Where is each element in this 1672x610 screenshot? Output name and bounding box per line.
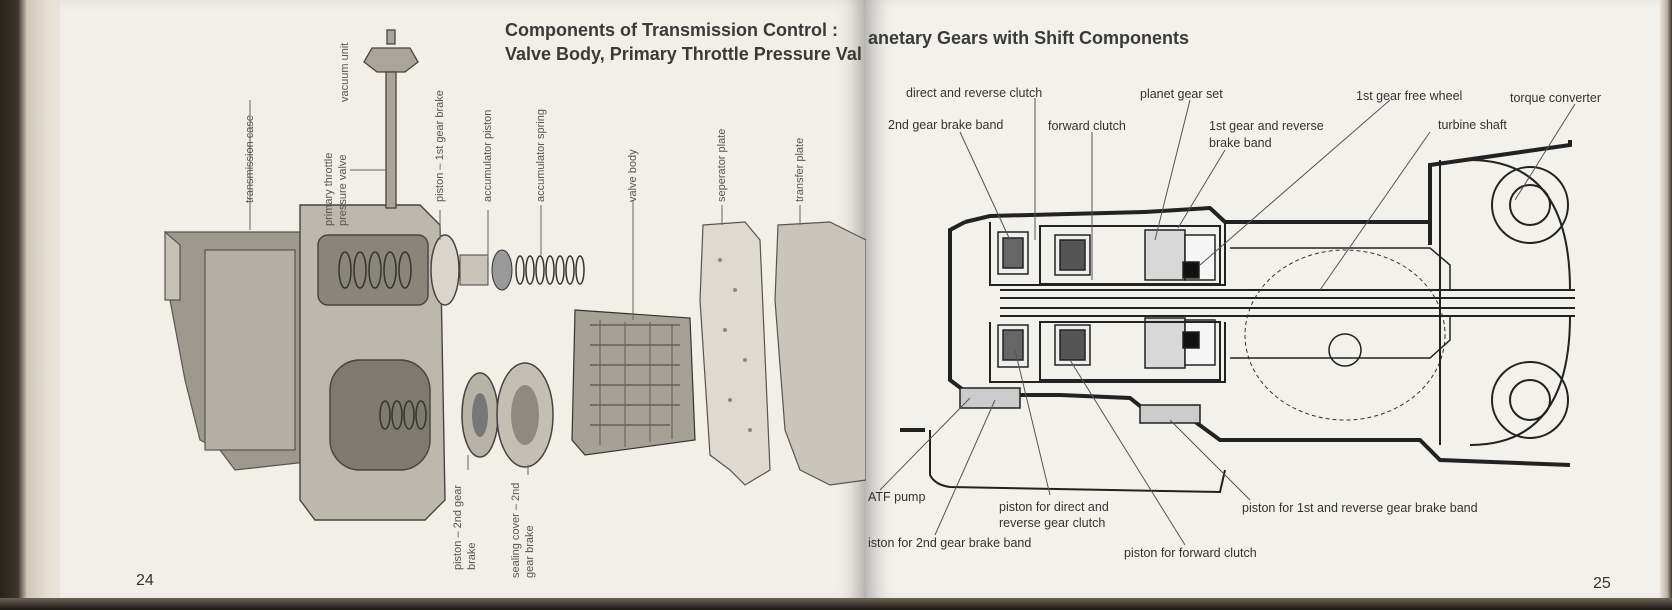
label-piston-1st-reverse: piston for 1st and reverse gear brake ba… xyxy=(1242,501,1478,515)
left-page-number: 24 xyxy=(136,572,154,589)
label-1st-reverse-brake-band-2: brake band xyxy=(1209,136,1272,150)
label-2nd-gear-brake-band: 2nd gear brake band xyxy=(888,118,1004,132)
right-page-edge xyxy=(1660,0,1672,610)
right-title: anetary Gears with Shift Components xyxy=(868,28,1190,48)
label-1st-reverse-brake-band-1: 1st gear and reverse xyxy=(1209,119,1324,133)
left-title-line2: Valve Body, Primary Throttle Pressure Va… xyxy=(505,44,862,64)
label-atf-pump: ATF pump xyxy=(868,490,926,504)
right-page-number: 25 xyxy=(1593,575,1611,592)
label-piston-2nd-band: iston for 2nd gear brake band xyxy=(868,536,1032,550)
label-piston-forward-clutch: piston for forward clutch xyxy=(1124,546,1257,560)
bottom-shadow xyxy=(0,598,1672,610)
label-forward-clutch: forward clutch xyxy=(1048,119,1126,133)
label-torque-converter: torque converter xyxy=(1510,91,1602,105)
label-direct-reverse-clutch: direct and reverse clutch xyxy=(906,86,1043,100)
label-piston-direct-2: reverse gear clutch xyxy=(999,516,1106,530)
label-turbine-shaft: turbine shaft xyxy=(1438,118,1507,132)
exploded-view-illustration xyxy=(164,29,866,521)
right-page xyxy=(866,0,1666,600)
label-1st-gear-free-wheel: 1st gear free wheel xyxy=(1356,89,1463,103)
left-title-line1: Components of Transmission Control : xyxy=(505,20,839,40)
label-planet-gear-set: planet gear set xyxy=(1140,87,1223,101)
label-piston-direct-1: piston for direct and xyxy=(999,500,1109,514)
